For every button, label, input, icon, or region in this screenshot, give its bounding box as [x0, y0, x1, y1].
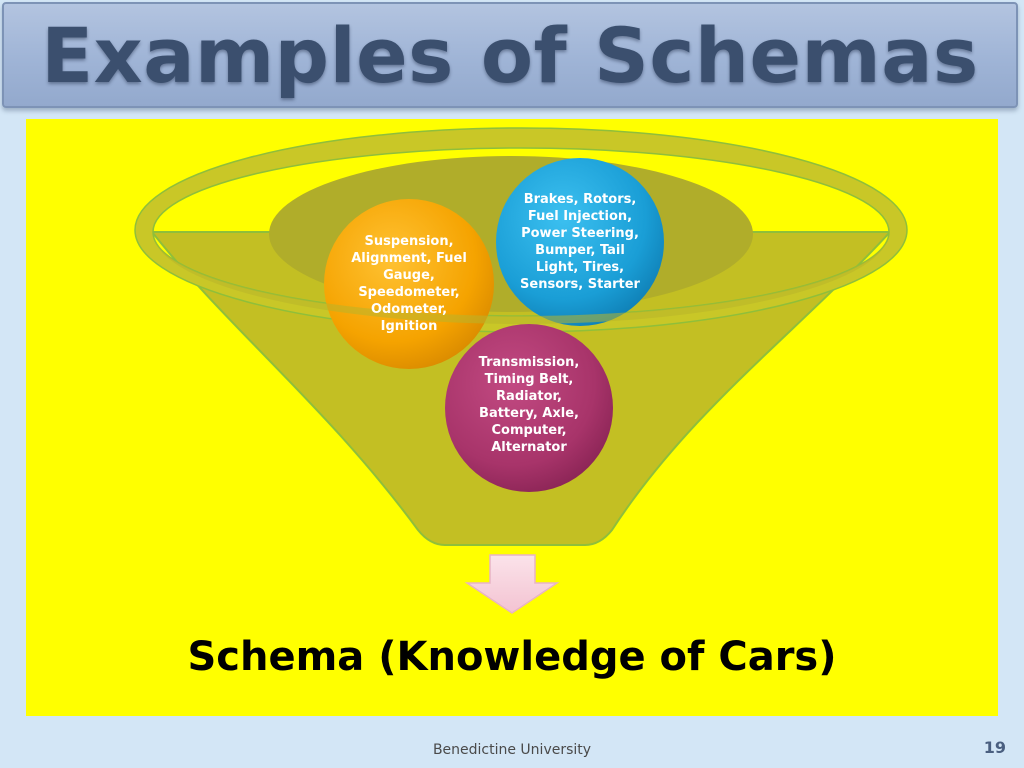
title-bar: Examples of Schemas — [2, 2, 1018, 108]
circle-orange-label: Suspension, Alignment, Fuel Gauge, Speed… — [351, 234, 467, 334]
circle-orange — [324, 199, 494, 369]
down-arrow-icon — [464, 554, 560, 614]
circle-red-label: Transmission, Timing Belt, Radiator, Bat… — [478, 355, 580, 455]
circle-red — [445, 324, 613, 492]
footer-text: Benedictine University — [432, 742, 592, 758]
circle-blue — [496, 158, 664, 326]
slide-title: Examples of Schemas — [41, 11, 979, 100]
page-number: 19 — [983, 738, 1006, 757]
circle-blue-label: Brakes, Rotors, Fuel Injection, Power St… — [520, 192, 640, 292]
schema-label: Schema (Knowledge of Cars) — [187, 634, 837, 680]
